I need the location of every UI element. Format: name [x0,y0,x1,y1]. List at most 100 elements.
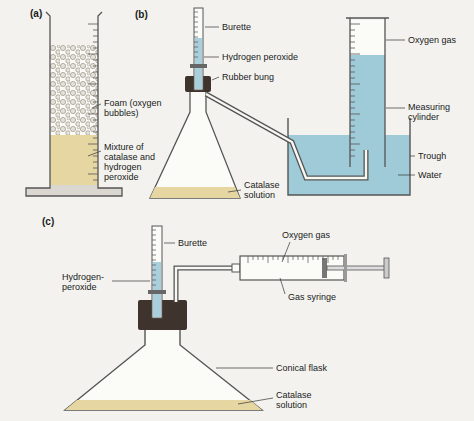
graduation-tick [323,256,324,260]
graduation-tick [93,96,98,97]
graduation-tick [350,156,355,157]
graduation-tick [273,256,274,260]
graduation-tick [93,66,98,67]
graduation-tick [152,240,156,241]
graduation-tick [293,256,294,260]
graduation-tick [350,132,355,133]
graduation-tick [350,66,355,67]
graduation-tick [88,144,98,145]
graduation-tick [318,256,319,260]
graduation-tick [333,256,334,260]
graduation-tick [194,17,198,18]
graduation-tick [152,270,156,271]
graduation-tick [253,256,254,260]
part-label: Gas syringe [288,292,336,302]
graduation-tick [93,36,98,37]
part-label: Trough [418,151,446,161]
part-label: Measuring cylinder [408,102,468,122]
graduation-tick [298,256,299,260]
part-label: Water [418,170,442,180]
graduation-tick [263,256,264,260]
graduation-tick [152,260,156,261]
graduation-tick [350,36,355,37]
graduation-tick [308,256,309,263]
graduation-tick [152,235,156,236]
graduation-tick [93,150,98,151]
graduation-tick [93,162,98,163]
graduation-tick [350,42,355,43]
graduation-tick [152,265,156,266]
graduation-tick [350,90,355,91]
graduation-tick [350,54,360,55]
graduation-tick [350,72,355,73]
graduation-tick [313,256,314,260]
graduation-tick [152,275,156,276]
graduation-tick [152,245,156,246]
graduation-tick [350,48,355,49]
graduation-tick [194,27,198,28]
graduation-tick [88,54,98,55]
part-label: Hydrogen peroxide [222,52,298,62]
graduation-tick [248,256,249,263]
part-label: Conical flask [276,363,327,373]
graduation-tick [93,72,98,73]
graduation-tick [350,60,355,61]
graduation-tick [152,255,156,256]
graduation-tick [194,12,198,13]
part-label: Catalase solution [244,180,288,200]
graduation-tick [303,256,304,260]
graduation-tick [350,120,355,121]
part-label: Rubber bung [222,72,274,82]
graduation-tick [93,168,98,169]
part-label: Foam (oxygen bubbles) [104,98,168,118]
graduation-tick [152,230,156,231]
graduation-tick [93,138,98,139]
graduation-tick [278,256,279,260]
part-label: Oxygen gas [282,230,330,240]
panel-letter: (c) [42,216,54,227]
graduation-tick [93,120,98,121]
graduation-tick [288,256,289,263]
graduation-tick [350,138,355,139]
graduation-tick [350,30,355,31]
graduation-tick [194,42,198,43]
graduation-tick [88,174,98,175]
graduation-tick [194,57,198,58]
graduation-tick [194,47,198,48]
part-label: Hydrogen- peroxide [62,272,110,292]
graduation-tick [93,90,98,91]
graduation-tick [88,114,98,115]
part-label: Oxygen gas [408,35,456,45]
graduation-tick [93,78,98,79]
graduation-tick [350,24,360,25]
part-label: Burette [178,238,207,248]
graduation-tick [93,126,98,127]
graduation-tick [93,30,98,31]
panel-letter: (a) [30,8,42,19]
graduation-tick [93,108,98,109]
graduation-tick [350,102,355,103]
apparatus-b [150,8,415,198]
graduation-tick [350,144,360,145]
graduation-tick [152,250,156,251]
graduation-tick [93,48,98,49]
part-label: Catalase solution [276,390,326,410]
part-label: Mixture of catalase and hydrogen peroxid… [104,142,162,182]
graduation-tick [152,280,156,281]
graduation-tick [93,156,98,157]
graduation-tick [258,256,259,260]
apparatus-c [65,226,389,410]
graduation-tick [88,84,98,85]
graduation-tick [152,285,156,286]
graduation-tick [350,78,355,79]
graduation-tick [350,96,355,97]
graduation-tick [350,108,355,109]
graduation-tick [194,32,198,33]
graduation-tick [93,180,98,181]
graduation-tick [194,52,198,53]
graduation-tick [93,132,98,133]
graduation-tick [350,126,355,127]
graduation-tick [194,37,198,38]
graduation-tick [194,22,198,23]
